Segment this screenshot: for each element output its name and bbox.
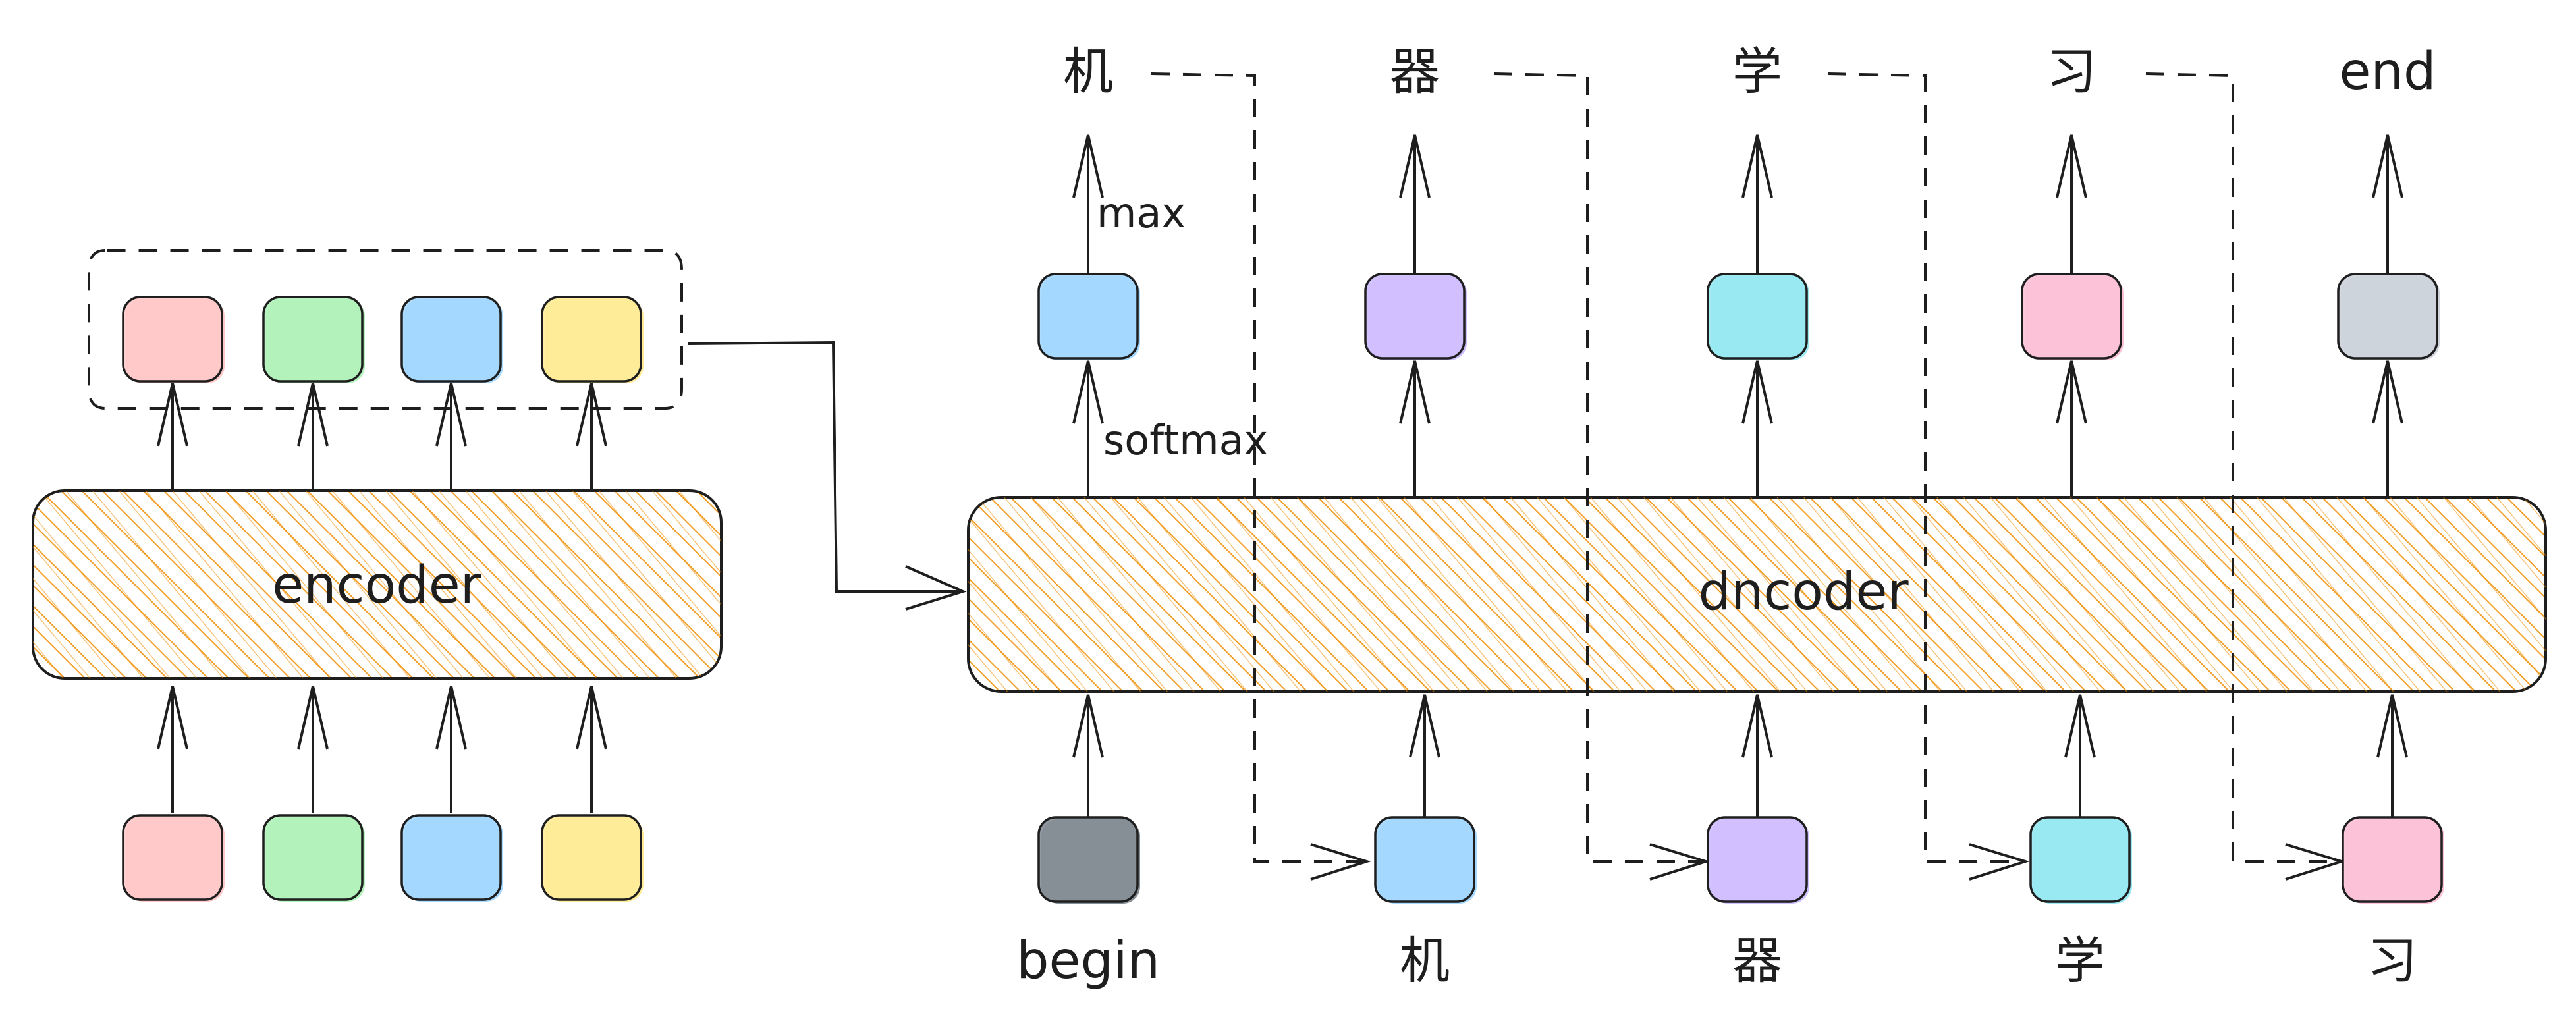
- decoder-input-token: [2029, 816, 2132, 904]
- decoder-max-arrow: [1072, 134, 1104, 273]
- encoder-input-token: [541, 814, 644, 902]
- decoder-softmax-arrow: [2372, 360, 2403, 497]
- feedback-dashed-arrow: [1493, 72, 1711, 881]
- decoder-input-token: [1707, 816, 1809, 904]
- decoder-input-arrow: [1741, 694, 1773, 817]
- decoder-max-arrow: [1741, 134, 1773, 273]
- decoder-softmax-arrow: [1072, 360, 1104, 497]
- decoder-max-arrow: [2372, 134, 2403, 273]
- encoder-output-arrows: [157, 383, 607, 491]
- decoder-input-token: [2342, 816, 2444, 904]
- decoder-output-word: 机: [1063, 42, 1113, 101]
- encoder-output-token: [541, 296, 644, 383]
- decoder-output-token: [1364, 273, 1467, 360]
- decoder-input-token: [1374, 816, 1477, 904]
- decoder-input-word: 器: [1732, 931, 1782, 990]
- encoder-output-token: [122, 296, 225, 383]
- encoder-input-token: [122, 814, 225, 902]
- feedback-dashed-arrow: [1827, 72, 2030, 881]
- decoder-input-word: 习: [2367, 931, 2417, 990]
- encoder-input-arrow: [435, 686, 467, 813]
- decoder-output-word: 习: [2046, 42, 2096, 101]
- decoder-input-arrow: [1409, 694, 1440, 817]
- decoder-input-word: 机: [1400, 931, 1450, 990]
- encoder-output-arrow: [576, 383, 607, 491]
- decoder-softmax-arrow: [1741, 360, 1773, 497]
- decoder-input-word: begin: [1016, 931, 1160, 991]
- decoder-max-arrow: [1399, 134, 1431, 273]
- max-label: max: [1097, 189, 1186, 237]
- encoder-to-decoder-arrow: [688, 341, 962, 593]
- encoder-input-arrow: [297, 686, 329, 813]
- decoder-softmax-arrow: [2056, 360, 2087, 497]
- autoregressive-feedback-lines: [1151, 72, 2346, 881]
- decoder-output-word: 学: [1732, 42, 1782, 101]
- decoder-input-word: 学: [2055, 931, 2105, 990]
- encoder-input-arrows: [157, 686, 607, 813]
- encoder-input-token: [262, 814, 365, 902]
- decoder-label: dncoder: [1698, 562, 1909, 622]
- encoder-output-token: [400, 296, 503, 383]
- decoder-input-arrow: [2064, 694, 2096, 817]
- decoder-output-tokens: 机 器 学 习 end: [1037, 42, 2440, 497]
- decoder-max-arrow: [2056, 134, 2087, 273]
- encoder-input-arrow: [157, 686, 188, 813]
- encoder-output-tokens: [122, 296, 644, 383]
- feedback-dashed-arrow: [1151, 72, 1371, 881]
- encoder-output-arrow: [157, 383, 188, 491]
- decoder-output-token: [2021, 273, 2124, 360]
- encoder-input-token: [400, 814, 503, 902]
- decoder-softmax-arrow: [1399, 360, 1431, 497]
- decoder-input-tokens: begin 机 器 学 习: [1016, 694, 2444, 991]
- encoder-output-group-box: [88, 249, 683, 410]
- decoder-input-token: [1037, 816, 1140, 904]
- encoder-output-token: [262, 296, 365, 383]
- decoder-input-arrow: [1072, 694, 1104, 817]
- decoder-output-token: [1037, 273, 1140, 360]
- encoder-label: encoder: [272, 556, 482, 615]
- encoder-output-arrow: [297, 383, 329, 491]
- softmax-label: softmax: [1103, 416, 1268, 464]
- decoder-output-token: [2337, 273, 2440, 360]
- decoder-output-token: [1707, 273, 1809, 360]
- decoder-output-word: end: [2340, 42, 2436, 101]
- feedback-dashed-arrow: [2145, 72, 2346, 881]
- encoder-output-arrow: [435, 383, 467, 491]
- decoder-input-arrow: [2376, 694, 2408, 817]
- decoder-output-word: 器: [1390, 42, 1440, 101]
- encoder-input-arrow: [576, 686, 607, 813]
- encoder-input-tokens: [122, 814, 644, 902]
